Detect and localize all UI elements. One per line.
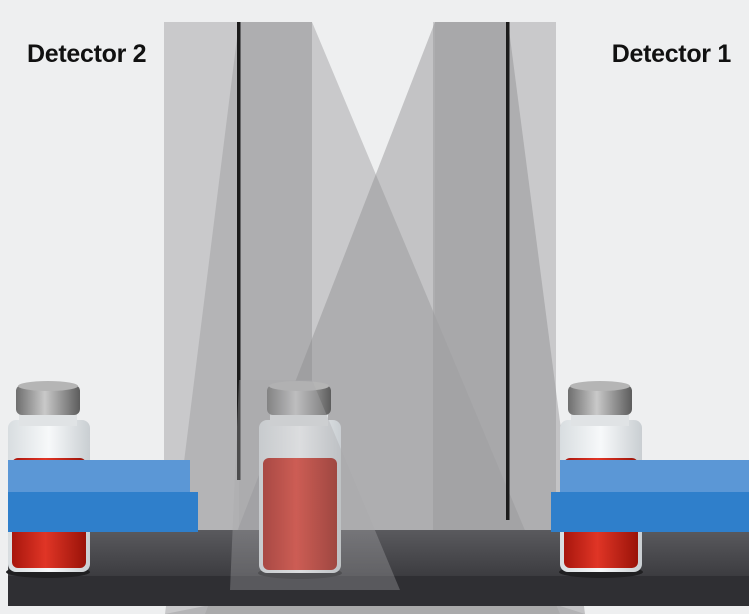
vial-center [258, 381, 342, 579]
guide-right-top [560, 460, 749, 492]
beam-floor-shadow [165, 606, 585, 614]
beam-1-upper [435, 22, 508, 530]
conveyor-front [8, 576, 749, 606]
guide-left-top [8, 460, 190, 492]
guide-left-front [8, 492, 198, 532]
detector-2-slit [237, 22, 241, 480]
detector-1-label: Detector 1 [611, 40, 732, 68]
detector-2-label: Detector 2 [27, 40, 147, 68]
detector-1-slit [506, 22, 510, 520]
beam-over-center-vial [230, 380, 400, 590]
guide-right-front [551, 492, 749, 532]
